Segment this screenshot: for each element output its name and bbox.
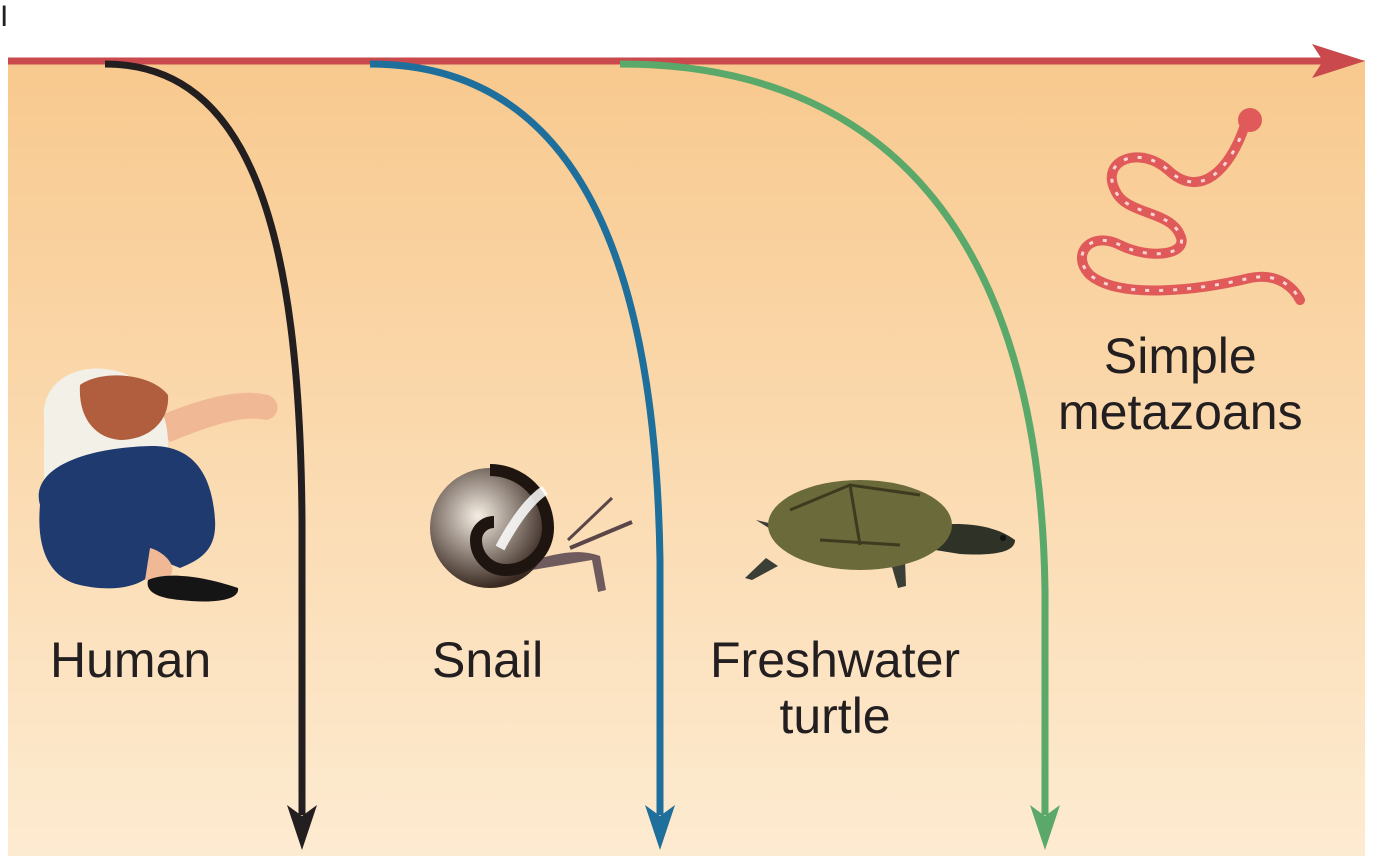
background-panel — [8, 60, 1365, 856]
freshwater-turtle-label: Freshwater turtle — [710, 632, 960, 744]
simple-metazoans-label: Simple metazoans — [1058, 328, 1303, 440]
snail-label: Snail — [432, 632, 543, 688]
human-label: Human — [50, 632, 211, 688]
top-mark: I — [0, 0, 8, 34]
